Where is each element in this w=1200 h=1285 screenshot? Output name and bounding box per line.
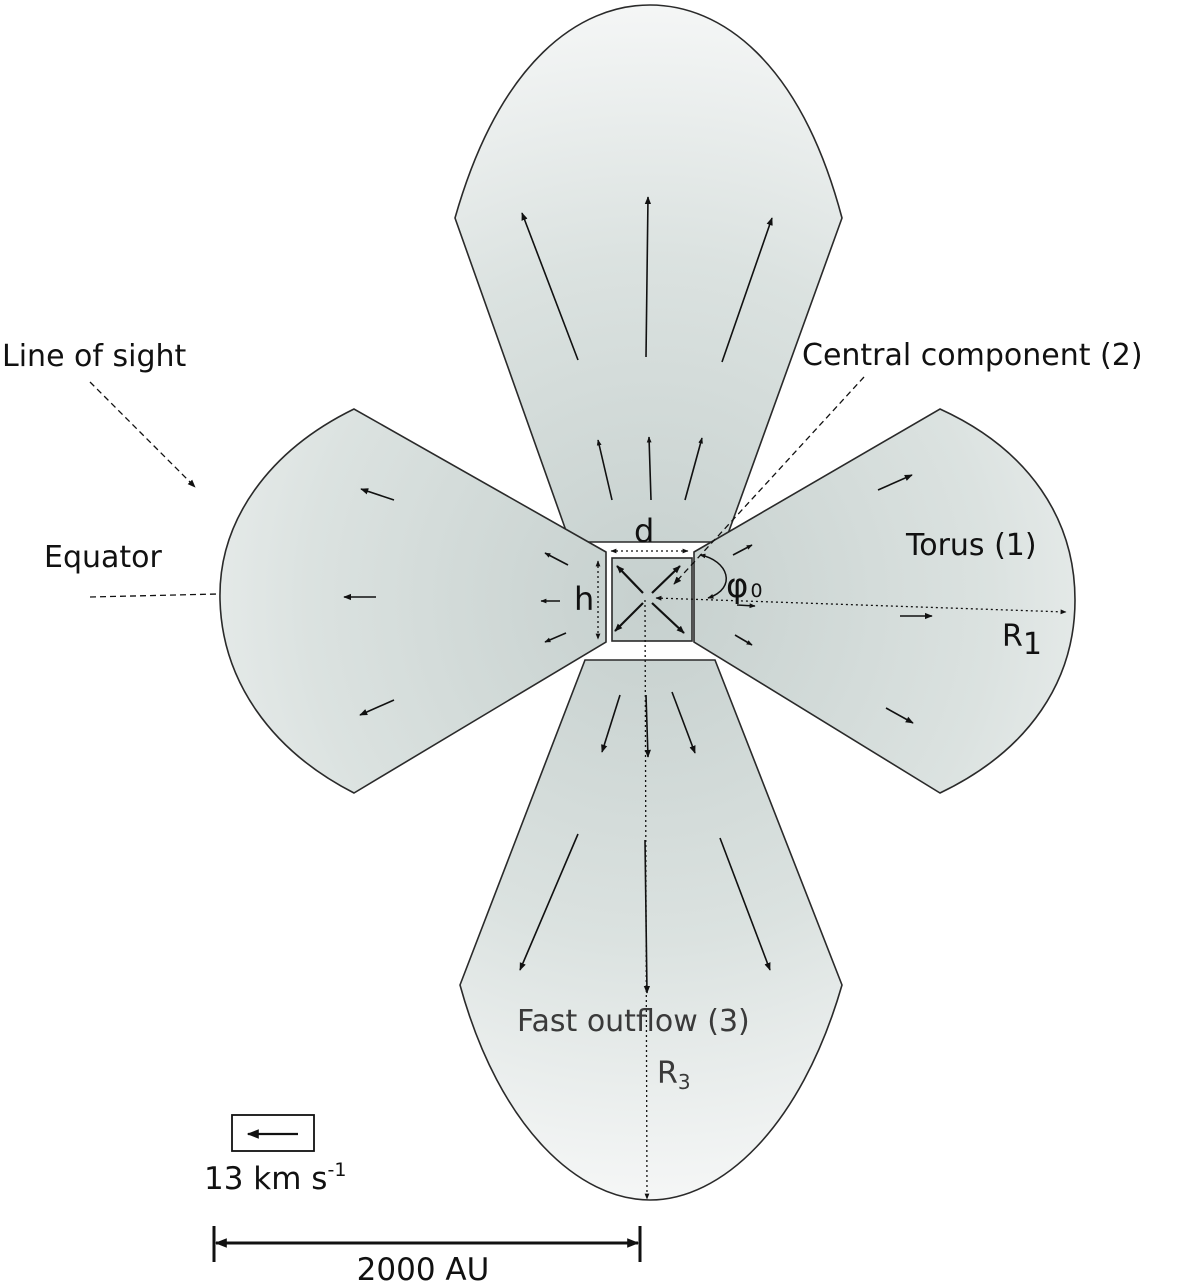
- top-lobe: [454, 4, 843, 543]
- flow-arrow: [721, 217, 773, 363]
- fast-outflow-label: Fast outflow (3): [517, 1004, 750, 1039]
- lobes: [219, 4, 1076, 1201]
- flow-arrow: [596, 439, 613, 501]
- left-lobe-flow-arrows: [343, 488, 569, 716]
- line-of-sight-arrow: [89, 381, 196, 488]
- flow-arrow: [646, 436, 652, 501]
- line-of-sight-label: Line of sight: [2, 339, 187, 374]
- flow-arrow: [359, 699, 395, 716]
- top-lobe-flow-arrows: [521, 196, 773, 501]
- flow-arrow: [521, 212, 579, 361]
- flow-arrow: [544, 552, 569, 566]
- velocity-legend-label: 13 km s-1: [204, 1159, 346, 1197]
- flow-arrow: [544, 632, 567, 643]
- r1-subscript: 1: [1023, 627, 1042, 662]
- flow-arrow: [732, 544, 753, 556]
- r1-dimension-line: [655, 595, 1067, 615]
- flow-arrow: [671, 691, 696, 754]
- flow-arrow: [616, 565, 644, 594]
- velocity-legend-box: [231, 1114, 315, 1152]
- velocity-legend: 13 km s-1: [204, 1114, 346, 1197]
- velocity-legend-exponent: -1: [327, 1159, 346, 1181]
- flow-arrow: [360, 488, 395, 501]
- text-labels: Line of sight Equator Central component …: [2, 338, 1143, 1094]
- flow-arrow: [719, 837, 771, 971]
- h-label: h: [574, 580, 594, 618]
- phi0-subscript: 0: [750, 580, 762, 602]
- phi-angle-arc: [699, 553, 727, 599]
- flow-arrow: [644, 196, 652, 358]
- central-component-pointer: [673, 376, 865, 585]
- central-component-label: Central component (2): [802, 338, 1143, 373]
- bottom-lobe: [459, 659, 843, 1201]
- flow-arrow: [885, 707, 914, 724]
- flow-arrow: [519, 833, 579, 971]
- scale-bar: 2000 AU: [212, 1226, 642, 1285]
- torus-label: Torus (1): [905, 528, 1037, 563]
- d-label: d: [634, 512, 654, 550]
- flow-arrow: [877, 474, 913, 491]
- r3-subscript: 3: [678, 1070, 691, 1094]
- r1-label: R1: [1002, 619, 1042, 662]
- r3-label: R3: [657, 1056, 691, 1094]
- flow-arrow: [614, 602, 644, 632]
- left-lobe: [219, 408, 607, 794]
- equator-label: Equator: [44, 540, 163, 575]
- flow-arrow: [684, 437, 703, 501]
- pointer-lines: [89, 376, 865, 598]
- equator-line: [89, 593, 219, 598]
- flow-arrow: [644, 694, 651, 758]
- scale-bar-label: 2000 AU: [357, 1252, 490, 1285]
- dimension-lines: [595, 548, 1067, 1200]
- flow-arrow: [651, 565, 681, 594]
- flow-arrow: [734, 634, 753, 646]
- flow-arrow: [601, 694, 621, 753]
